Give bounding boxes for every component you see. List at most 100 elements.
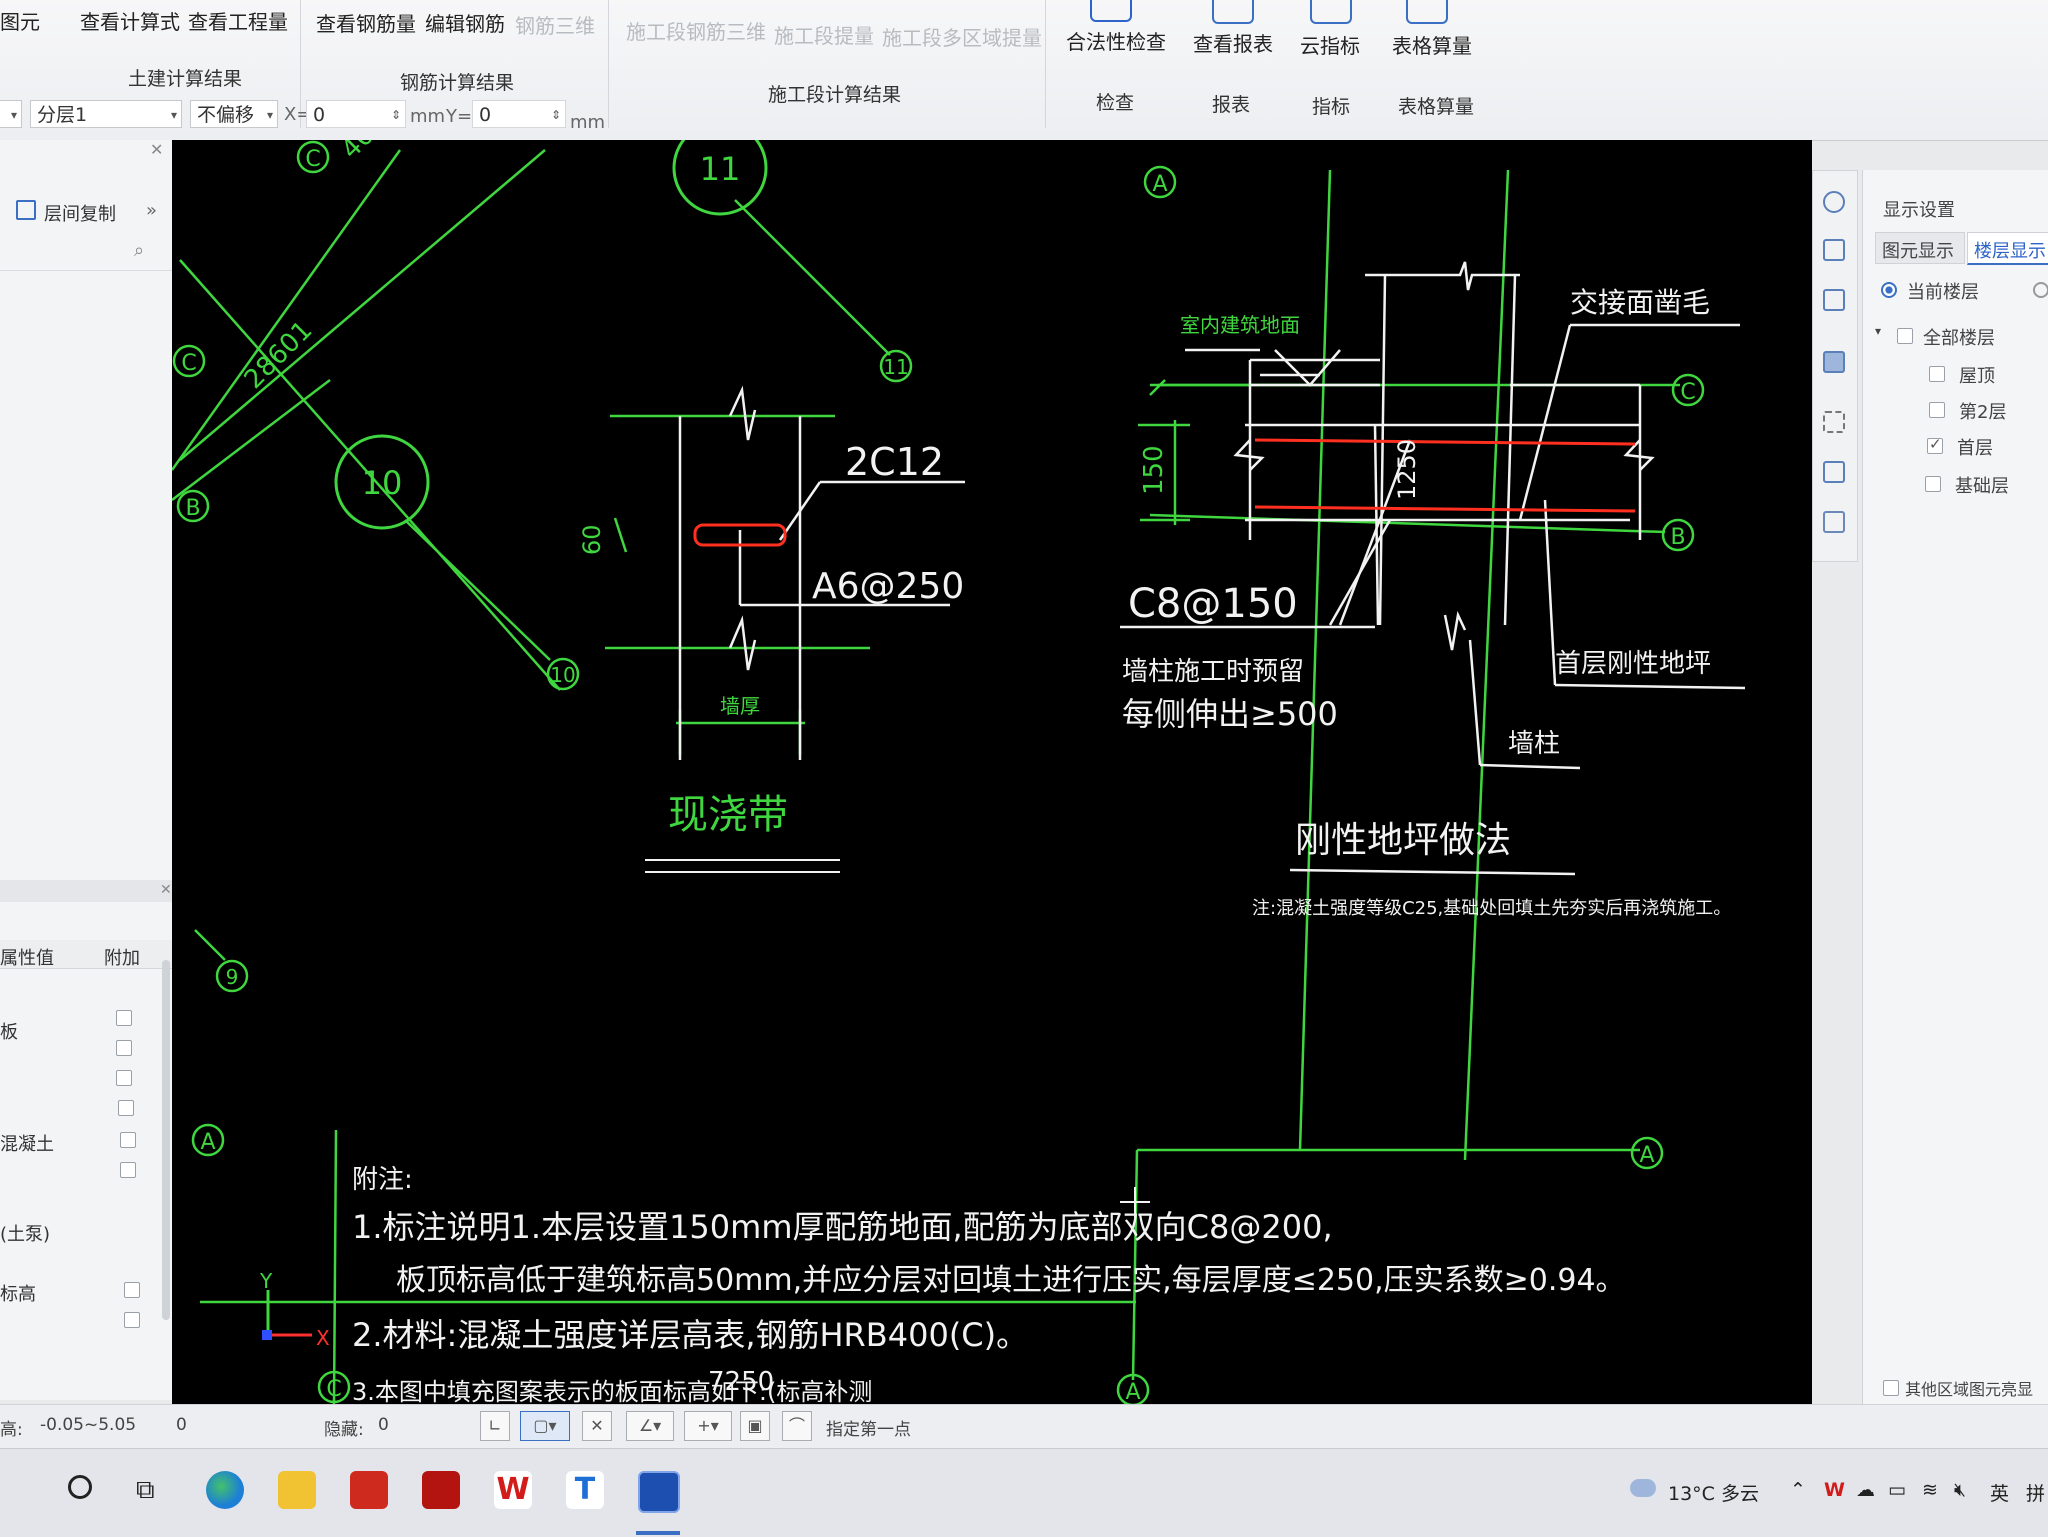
collapse-icon[interactable]: ▾ [1875, 324, 1882, 338]
floor-checkbox[interactable] [1925, 476, 1941, 492]
task-view-icon[interactable]: ⧉ [136, 1475, 155, 1505]
select-icon[interactable]: ▣ [740, 1411, 770, 1441]
group-report: 报表 [1212, 94, 1251, 116]
dimension-label: 60 [578, 524, 606, 555]
view-quantity-button[interactable]: 查看工程量 [188, 10, 288, 34]
view-toolbar [1812, 170, 1858, 562]
x-input[interactable]: 0⇕ [306, 100, 406, 128]
box-view-icon[interactable] [1823, 289, 1845, 311]
cube-icon[interactable] [1823, 461, 1845, 483]
copy-icon [16, 200, 36, 220]
view-report-button[interactable]: 查看报表 [1193, 32, 1273, 56]
y-input[interactable]: 0⇕ [472, 100, 566, 128]
extra-checkbox[interactable] [116, 1010, 132, 1026]
search-circle-icon[interactable] [68, 1475, 92, 1499]
solid-view-icon[interactable] [1823, 351, 1845, 373]
extra-checkbox[interactable] [124, 1282, 140, 1298]
wps-tray-icon[interactable]: W [1824, 1479, 1845, 1501]
ucs-x-label: X [316, 1326, 330, 1350]
segment-multi-region-button[interactable]: 施工段多区域提量 [882, 26, 1042, 50]
cloud-tray-icon[interactable]: ☁ [1856, 1479, 1875, 1501]
prev-combo[interactable]: ▾ [0, 100, 22, 128]
extra-checkbox[interactable] [120, 1132, 136, 1148]
segment-rebar-3d-button[interactable]: 施工段钢筋三维 [626, 20, 766, 44]
text-app-icon[interactable]: T [566, 1471, 604, 1509]
angle-icon[interactable]: ∠▾ [626, 1411, 674, 1441]
view-3d-icon[interactable] [1823, 239, 1845, 261]
battery-icon[interactable]: ▭ [1888, 1479, 1906, 1501]
offset-select-value: 不偏移 [197, 104, 255, 126]
all-floor-radio[interactable] [2033, 282, 2048, 298]
edit-rebar-button[interactable]: 编辑钢筋 [425, 12, 505, 36]
layers-icon[interactable] [1823, 511, 1845, 533]
elevation-value: -0.05~5.05 [40, 1415, 137, 1435]
y-label: Y= [446, 106, 473, 127]
rebar-3d-button[interactable]: 钢筋三维 [515, 14, 595, 38]
ribbon-element-button[interactable]: 图元 [0, 10, 40, 34]
close-icon[interactable]: ✕ [160, 882, 172, 898]
wall-thickness-label: 墙厚 [720, 694, 760, 718]
axis-line [1463, 169, 1510, 1161]
expand-icon[interactable]: » [146, 200, 158, 221]
glodon-cad-icon[interactable] [638, 1471, 680, 1513]
app-cad-icon[interactable] [422, 1471, 460, 1509]
rigid-floor-label: 首层刚性地坪 [1555, 649, 1711, 679]
ime-indicator[interactable]: 英 [1990, 1483, 2010, 1505]
wifi-icon[interactable]: ≋ [1922, 1479, 1938, 1501]
offset-icon[interactable]: +▾ [684, 1411, 732, 1441]
cloud-index-button[interactable]: 云指标 [1300, 34, 1360, 58]
property-row: (土泵) [0, 1224, 51, 1245]
zoom-extent-icon[interactable] [1823, 411, 1845, 433]
weather-text[interactable]: 13°C 多云 [1668, 1483, 1759, 1505]
drawing-canvas[interactable]: C C B A A C B A A C 10 11 11 10 9 28601 … [172, 140, 1812, 1404]
arc-icon[interactable]: ⌒ [782, 1411, 812, 1441]
offset-select[interactable]: 不偏移▾ [190, 100, 278, 128]
orbit-icon[interactable] [1823, 191, 1845, 213]
axis-line [332, 1129, 338, 1404]
ime-mode[interactable]: 拼 [2026, 1483, 2046, 1505]
note-line: 板顶标高低于建筑标高50mm,并应分层对回填土进行压实,每层厚度≤250,压实系… [396, 1263, 1626, 1298]
axis-line [194, 929, 226, 961]
cross-snap-icon[interactable]: ✕ [582, 1411, 612, 1441]
scrollbar[interactable] [162, 960, 170, 1320]
segment-quantity-button[interactable]: 施工段提量 [774, 24, 874, 48]
tab-element-display[interactable]: 图元显示 [1875, 232, 1965, 264]
floor-select[interactable]: 分层1▾ [30, 100, 182, 128]
search-icon[interactable]: ⌕ [134, 240, 145, 261]
ortho-icon[interactable]: ∟ [480, 1411, 510, 1441]
extra-checkbox[interactable] [120, 1162, 136, 1178]
spin-icon[interactable]: ⇕ [550, 108, 561, 122]
view-formula-button[interactable]: 查看计算式 [80, 10, 180, 34]
property-toolbar: ▾ 分层1▾ 不偏移▾ X= 0⇕ mm Y= 0⇕ mm [0, 100, 1130, 134]
floor-checkbox[interactable] [1929, 366, 1945, 382]
other-region-checkbox[interactable] [1883, 1380, 1899, 1396]
axis-label-a: A [200, 1130, 215, 1155]
file-explorer-icon[interactable] [278, 1471, 316, 1509]
volume-mute-icon[interactable]: 🔇︎ [1954, 1479, 1966, 1501]
extra-checkbox[interactable] [116, 1070, 132, 1086]
extra-checkbox[interactable] [124, 1312, 140, 1328]
floor-checkbox[interactable] [1929, 402, 1945, 418]
chevron-up-icon[interactable]: ⌃ [1790, 1479, 1806, 1501]
bottom-rebar [1254, 505, 1636, 513]
close-icon[interactable]: ✕ [150, 140, 164, 159]
floor-checkbox-checked[interactable] [1927, 435, 1943, 454]
validity-check-button[interactable]: 合法性检查 [1066, 30, 1166, 54]
spin-icon[interactable]: ⇕ [390, 108, 401, 122]
extra-checkbox[interactable] [116, 1040, 132, 1056]
all-floors-checkbox[interactable] [1897, 328, 1913, 344]
axis-label-a: A [1125, 1380, 1140, 1404]
app-red-icon[interactable] [350, 1471, 388, 1509]
extra-checkbox[interactable] [118, 1100, 134, 1116]
leader-line [1338, 439, 1412, 626]
panel-splitter[interactable] [0, 880, 172, 902]
snap-icon[interactable]: ▢▾ [520, 1411, 570, 1441]
table-quantity-button[interactable]: 表格算量 [1392, 34, 1472, 58]
current-floor-radio[interactable] [1881, 282, 1897, 298]
tab-floor-display[interactable]: 楼层显示 [1967, 232, 2048, 265]
view-rebar-button[interactable]: 查看钢筋量 [316, 12, 416, 36]
dimension-label: 28601 [239, 315, 319, 395]
wps-icon[interactable]: W [494, 1471, 532, 1509]
floor-copy-button[interactable]: 层间复制 [44, 204, 116, 225]
edge-browser-icon[interactable] [206, 1471, 244, 1509]
